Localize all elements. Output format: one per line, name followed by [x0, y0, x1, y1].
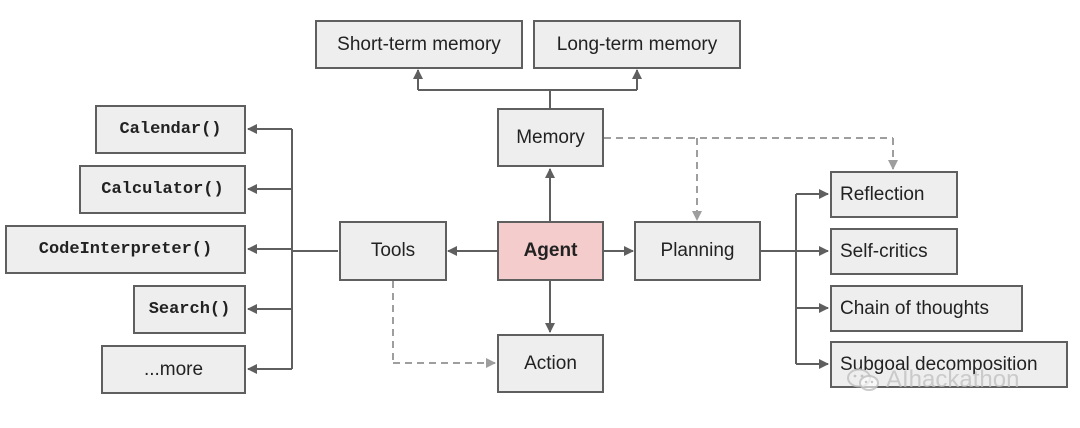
node-reflection: Reflection	[830, 171, 958, 218]
node-tools: Tools	[339, 221, 447, 281]
node-search: Search()	[133, 285, 246, 334]
edge-tools-to-action-dashed	[392, 281, 496, 368]
node-agent: Agent	[497, 221, 604, 281]
node-planning: Planning	[634, 221, 761, 281]
node-chain-of-thoughts: Chain of thoughts	[830, 285, 1023, 332]
node-calendar: Calendar()	[95, 105, 246, 154]
wechat-icon	[847, 368, 879, 391]
node-more: ...more	[101, 345, 246, 394]
watermark: AIhackathon	[846, 366, 1019, 394]
node-code-interpreter: CodeInterpreter()	[5, 225, 246, 274]
edge-tools-to-tool-list	[247, 124, 338, 374]
edge-planning-to-techniques	[761, 189, 829, 369]
node-self-critics: Self-critics	[830, 228, 958, 275]
node-memory: Memory	[497, 108, 604, 167]
edge-memory-to-memory-types	[413, 69, 642, 108]
watermark-text: AIhackathon	[886, 366, 1020, 393]
node-short-term-memory: Short-term memory	[315, 20, 523, 69]
node-long-term-memory: Long-term memory	[533, 20, 741, 69]
edge-memory-to-planning-dashed	[604, 137, 898, 221]
node-calculator: Calculator()	[79, 165, 246, 214]
node-action: Action	[497, 334, 604, 393]
